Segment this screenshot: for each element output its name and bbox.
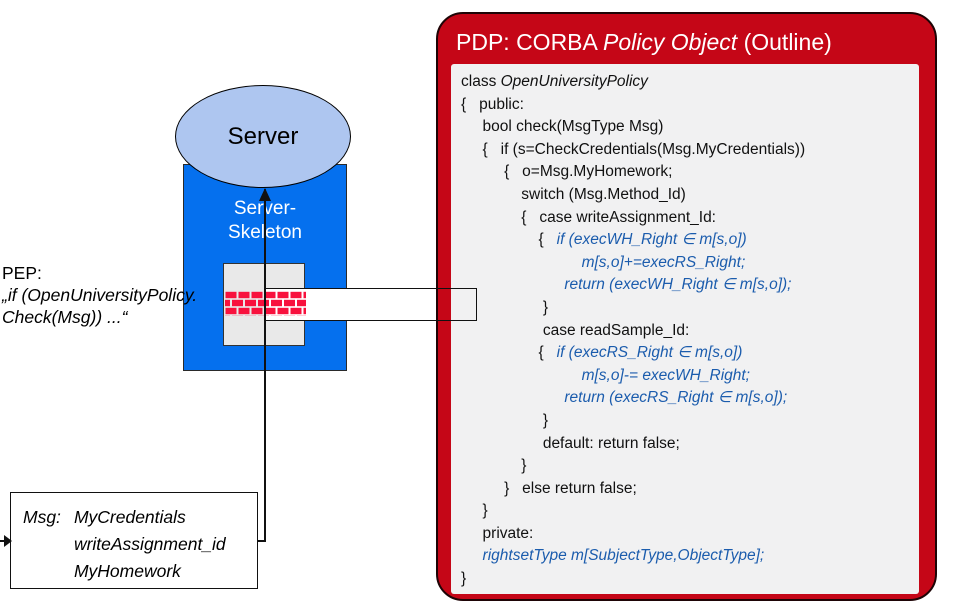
pdp-panel: PDP: CORBA Policy Object (Outline) class…	[436, 12, 937, 601]
code-line: class OpenUniversityPolicy	[461, 73, 648, 90]
connector-rect	[264, 288, 477, 321]
code-line: switch (Msg.Method_Id)	[461, 185, 686, 203]
code-line: return (execWH_Right ∈ m[s,o]);	[564, 276, 792, 294]
code-line: m[s,o]-= execWH_Right;	[581, 366, 750, 384]
code-line: }	[461, 411, 548, 429]
pep-code-line-1: „if (OpenUniversityPolicy.	[2, 285, 198, 305]
msg-to-server-arrow-line	[264, 189, 266, 541]
pdp-panel-title: PDP: CORBA Policy Object (Outline)	[456, 29, 832, 56]
pdp-title-suffix: (Outline)	[737, 29, 832, 55]
msg-field: MyHomework	[73, 561, 181, 581]
incoming-msg-arrowhead-icon	[4, 535, 12, 547]
code-line: case readSample_Id:	[461, 321, 690, 339]
code-line: }	[461, 502, 488, 520]
pdp-code-listing: class OpenUniversityPolicy { public: bool…	[451, 64, 919, 591]
msg-connector-stub	[257, 540, 266, 542]
code-line: { if (s=CheckCredentials(Msg.MyCredentia…	[461, 140, 806, 158]
code-line: }	[461, 298, 548, 316]
server-ellipse: Server	[175, 85, 351, 188]
msg-field: MyCredentials	[73, 507, 186, 527]
pep-code-line-2: Check(Msg)) ...“	[2, 307, 128, 327]
code-line: { o=Msg.MyHomework;	[461, 163, 673, 181]
code-line: default: return false;	[461, 434, 680, 452]
pdp-title-prefix: PDP: CORBA	[456, 29, 603, 55]
code-line: m[s,o]+=execRS_Right;	[581, 253, 746, 271]
code-line: bool check(MsgType Msg)	[461, 118, 664, 136]
code-line: }	[461, 570, 467, 588]
msg-box-label: Msg:	[23, 507, 61, 527]
server-label: Server	[227, 122, 299, 150]
code-line: } else return false;	[461, 479, 637, 497]
code-line: { if (execRS_Right ∈ m[s,o])	[461, 344, 743, 362]
pep-label: PEP:	[2, 263, 42, 283]
code-line: }	[461, 457, 527, 475]
code-line: return (execRS_Right ∈ m[s,o]);	[564, 389, 788, 407]
code-line: rightsetType m[SubjectType,ObjectType];	[482, 547, 765, 565]
code-line: { if (execWH_Right ∈ m[s,o])	[461, 231, 747, 249]
code-line: private:	[461, 524, 534, 542]
msg-field: writeAssignment_id	[73, 534, 226, 554]
code-line: { public:	[461, 95, 524, 113]
pdp-code-body: class OpenUniversityPolicy { public: bool…	[451, 64, 919, 594]
msg-to-server-arrowhead-icon	[258, 188, 271, 201]
code-line: { case writeAssignment_Id:	[461, 208, 716, 226]
pdp-title-italic: Policy Object	[602, 29, 738, 55]
pep-annotation: PEP: „if (OpenUniversityPolicy. Check(Ms…	[2, 262, 242, 328]
incoming-msg-arrow-line	[0, 540, 7, 542]
